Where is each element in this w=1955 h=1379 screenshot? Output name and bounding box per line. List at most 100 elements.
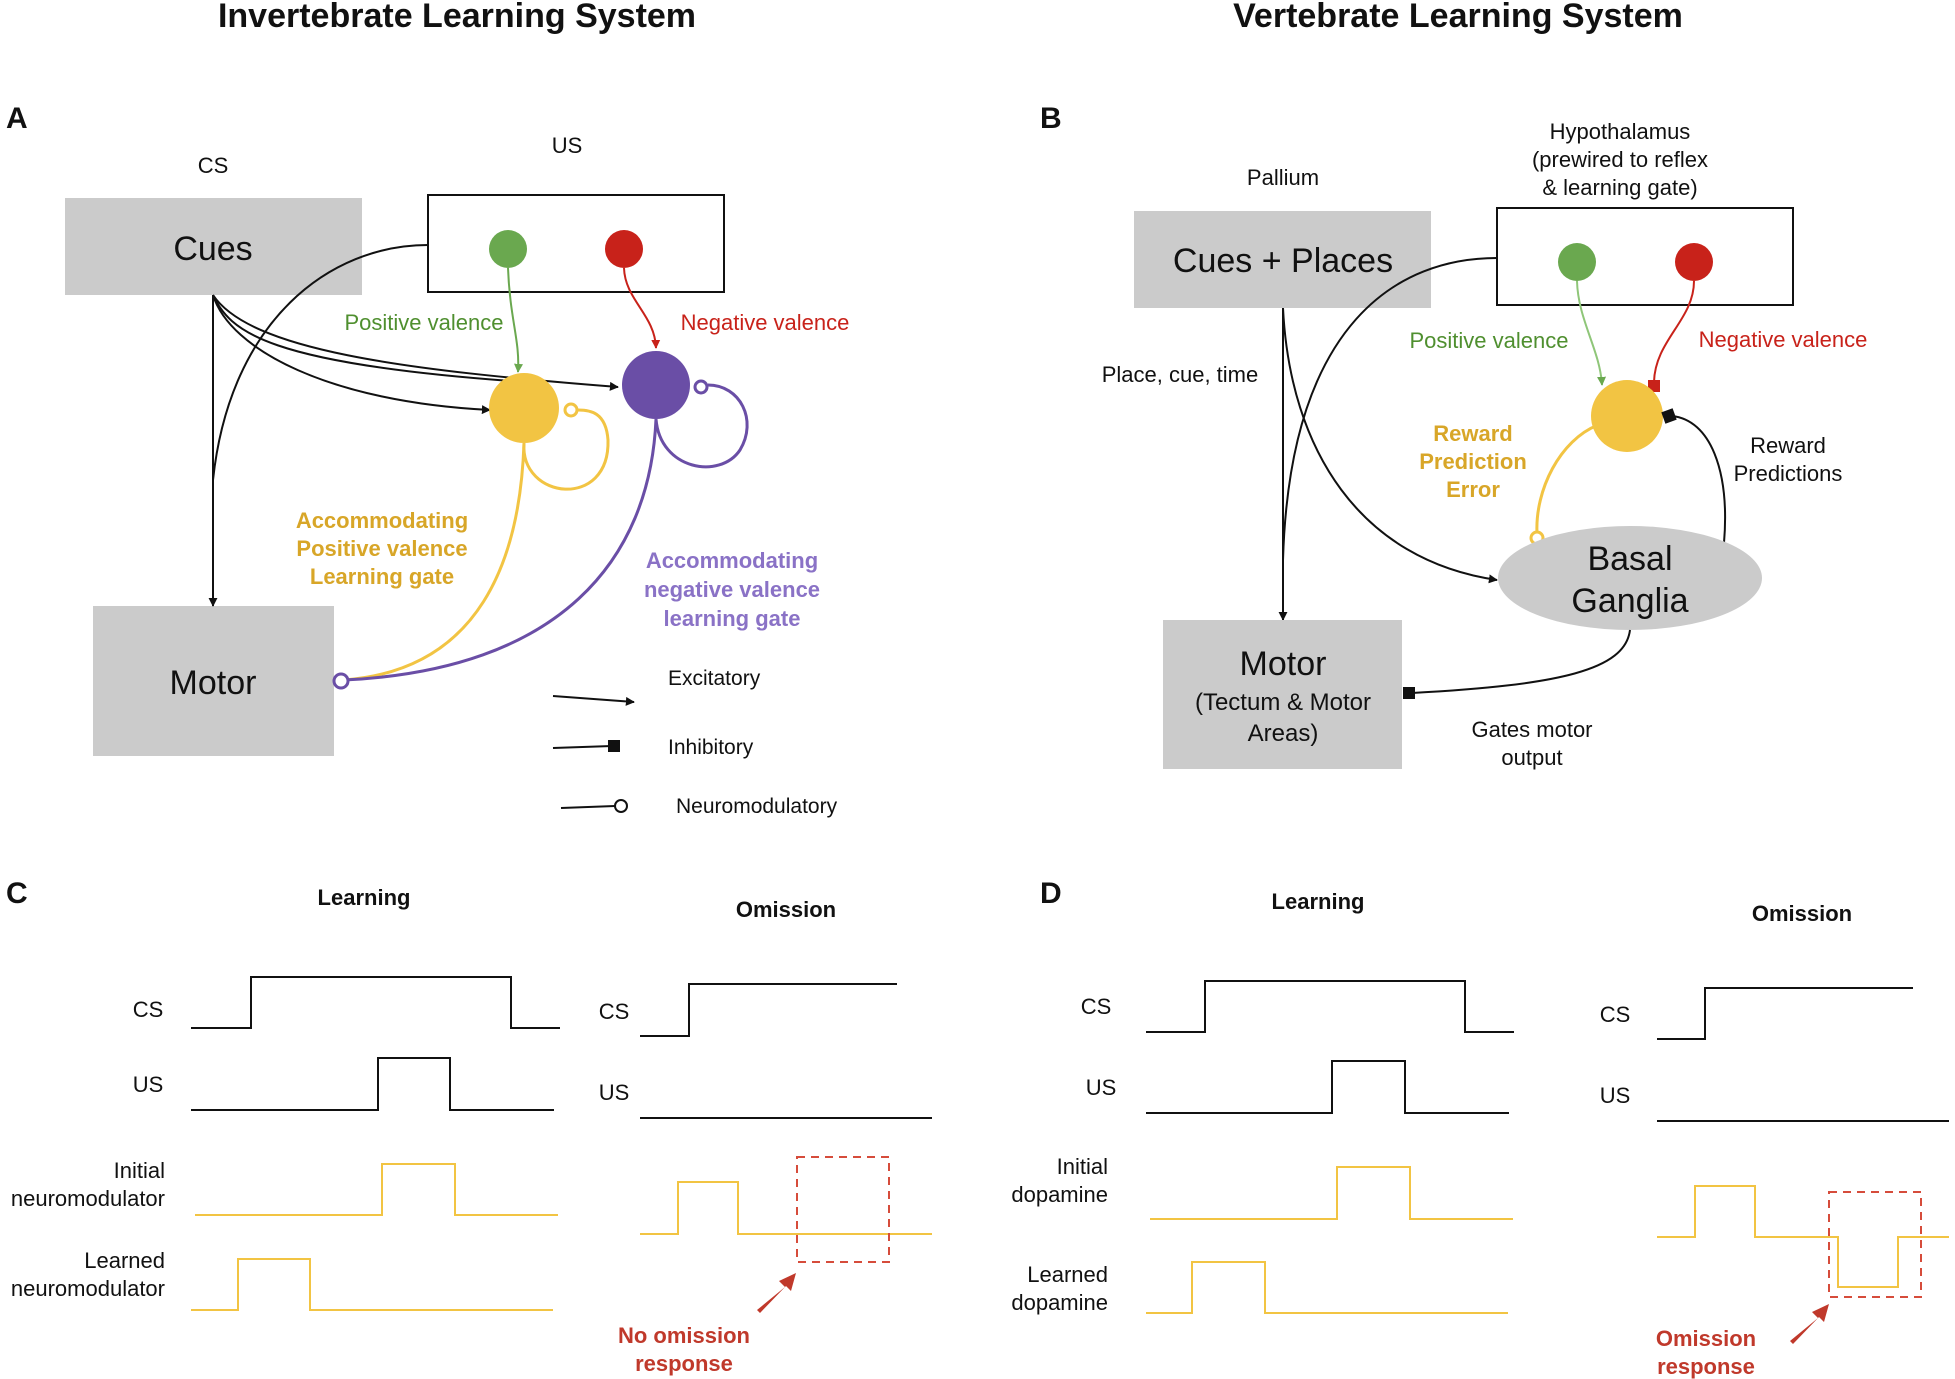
us-trace-d [1146,1060,1509,1114]
motor-sub-label-2: Areas) [1248,720,1319,747]
panel-a: CS US Cues Motor Positive valence Negati… [65,133,849,818]
negative-valence-label: Negative valence [681,310,850,335]
cues-box [65,198,362,295]
reward-predictions-label-2: Predictions [1734,461,1843,486]
panel-c: Learning Omission CS US Initial neuromod… [11,885,932,1376]
us-to-motor-line [212,244,429,481]
initial-label-d-1: Initial [1057,1154,1108,1179]
hypothalamus-box [1496,207,1794,306]
cs-trace-label-d: CS [1081,994,1112,1019]
dopamine-omission-trace-d [1657,1185,1949,1288]
neuromod-omission-trace-c [640,1181,932,1235]
us-box [427,194,725,293]
hypothalamus-label-2: (prewired to reflex [1532,147,1708,172]
title-invertebrate: Invertebrate Learning System [218,0,696,35]
legend-neuromodulatory-symbol [560,805,616,809]
motor-box-b [1163,620,1402,769]
pos-gate-label-3: Learning gate [310,564,454,589]
hypothalamus-label-1: Hypothalamus [1550,119,1691,144]
legend: Excitatory Inhibitory Neuromodulatory [552,667,838,818]
dopamine-node [1591,380,1663,452]
no-omission-label-1: No omission [618,1323,750,1348]
legend-inhibitory-terminal [608,740,620,752]
cs-omission-label-c: CS [599,999,630,1024]
negative-gate-to-motor [343,418,658,682]
reward-predictions-label-1: Reward [1750,433,1826,458]
title-vertebrate: Vertebrate Learning System [1233,0,1683,35]
basal-ganglia-ellipse [1498,526,1762,630]
neg-gate-label-3: learning gate [664,606,801,631]
negative-gate-self-loop [654,383,749,469]
learned-neuromod-trace-c [191,1258,553,1311]
cues-label: Cues [173,230,252,268]
hypothalamus-label-3: & learning gate) [1542,175,1697,200]
cs-trace-d [1146,980,1514,1033]
omission-title-d: Omission [1752,901,1852,926]
positive-gate-to-motor [343,442,526,682]
learned-dopamine-trace-d [1146,1261,1508,1314]
us-trace-label-d: US [1086,1075,1117,1100]
legend-inhibitory-symbol [552,745,613,749]
initial-label-c-2: neuromodulator [11,1186,165,1211]
omission-response-label-2: response [1657,1354,1755,1379]
learning-title-d: Learning [1272,889,1365,914]
omission-response-box [1828,1191,1922,1298]
rpe-label-2: Prediction [1419,449,1527,474]
panel-letter-d: D [1040,877,1062,910]
legend-excitatory-symbol [552,695,635,706]
positive-gate-self-loop [522,408,610,491]
panel-letter-a: A [6,102,28,135]
cs-trace-c [191,976,560,1029]
positive-gate-node [489,373,559,443]
neg-gate-label-1: Accommodating [646,548,818,573]
motor-sub-label-1: (Tectum & Motor [1195,689,1371,716]
cues-to-negative-gate-arrow-2 [212,294,541,384]
motor-label-b: Motor [1240,645,1327,683]
hypothalamus-to-motor-line [1282,257,1498,561]
reward-predictions-line [1671,415,1726,544]
us-omission-label-d: US [1600,1083,1631,1108]
legend-inhibitory: Inhibitory [668,736,754,759]
negative-valence-line-b [1653,280,1695,383]
negative-valence-label-b: Negative valence [1699,327,1868,352]
positive-valence-arrow-b [1576,280,1607,386]
neg-gate-label-2: negative valence [644,577,820,602]
place-cue-time-label: Place, cue, time [1102,362,1259,387]
initial-label-c-1: Initial [114,1158,165,1183]
learned-label-d-1: Learned [1027,1262,1108,1287]
cues-to-negative-gate-arrow-1 [212,294,619,391]
cs-omission-trace-d [1657,987,1913,1040]
cues-places-label: Cues + Places [1173,242,1393,280]
pos-gate-label-1: Accommodating [296,508,468,533]
motor-label: Motor [170,664,257,702]
basal-ganglia-label-2: Ganglia [1571,582,1688,620]
panel-b: Pallium Hypothalamus (prewired to reflex… [1102,119,1868,770]
basal-ganglia-label-1: Basal [1587,540,1672,578]
motor-neuromod-terminal [332,672,350,690]
positive-valence-arrow [507,267,523,373]
panel-letter-c: C [6,877,28,910]
positive-us-node-b [1558,243,1596,281]
no-omission-label-2: response [635,1351,733,1376]
negative-gate-node [622,351,690,419]
bg-to-motor-line [1411,629,1631,694]
omission-response-label-1: Omission [1656,1326,1756,1351]
us-trace-label-c: US [133,1072,164,1097]
cs-trace-label-c: CS [133,997,164,1022]
negative-us-node [605,230,643,268]
us-label: US [552,133,583,158]
negative-gate-self-terminal [693,379,709,395]
gates-motor-label-1: Gates motor [1471,717,1592,742]
us-trace-c [191,1057,554,1111]
no-omission-pointer [757,1273,796,1313]
positive-valence-label-b: Positive valence [1410,328,1569,353]
learned-label-d-2: dopamine [1011,1290,1108,1315]
positive-us-node [489,230,527,268]
pos-gate-label-2: Positive valence [296,536,467,561]
cs-label: CS [198,153,229,178]
us-omission-label-c: US [599,1080,630,1105]
positive-valence-label: Positive valence [345,310,504,335]
bg-to-motor-inhib-terminal [1403,687,1415,699]
cs-omission-trace-c [640,983,897,1037]
